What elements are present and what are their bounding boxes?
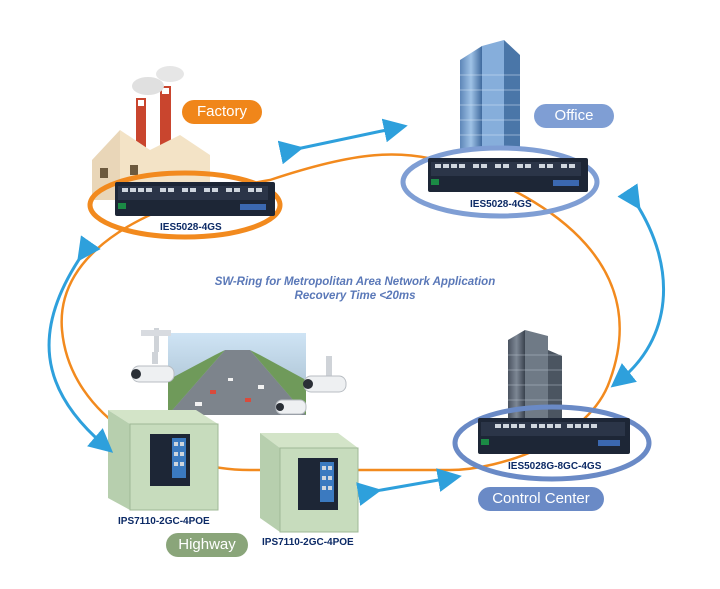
- network-switch-icon: [115, 182, 275, 216]
- control-center-switch-model: IES5028G-8GC-4GS: [508, 461, 602, 472]
- link-arrow-control-highway: [356, 468, 462, 506]
- highway-road-icon: [168, 333, 306, 415]
- office-label: Office: [534, 104, 614, 128]
- control-center-ring-ellipse: [452, 404, 652, 482]
- outdoor-cabinet-icon: [108, 410, 219, 511]
- cctv-camera-icon: [131, 352, 175, 383]
- office-ring-ellipse: [400, 145, 600, 219]
- control-center-building-icon: [508, 330, 562, 420]
- link-arrow-highway-factory: [47, 235, 114, 453]
- outdoor-cabinet-icon: [260, 433, 359, 533]
- cctv-camera-icon: [275, 399, 307, 415]
- factory-label: Factory: [182, 100, 262, 124]
- link-arrow-office-control: [610, 183, 665, 388]
- network-switch-icon: [428, 158, 588, 192]
- cctv-camera-icon: [141, 328, 171, 352]
- highway-switch-model-2: IPS7110-2GC-4POE: [262, 537, 354, 548]
- cctv-camera-icon: [303, 356, 347, 393]
- diagram-title: SW-Ring for Metropolitan Area Network Ap…: [190, 275, 520, 303]
- highway-label: Highway: [166, 533, 248, 557]
- factory-switch-model: IES5028-4GS: [160, 222, 222, 233]
- control-center-label: Control Center: [478, 487, 604, 511]
- factory-building-icon: [92, 66, 210, 200]
- network-switch-icon: [478, 418, 630, 454]
- office-switch-model: IES5028-4GS: [470, 199, 532, 210]
- office-tower-icon: [460, 40, 520, 150]
- diagram-title-line-2: Recovery Time <20ms: [294, 290, 416, 302]
- factory-ring-ellipse: [87, 170, 283, 240]
- highway-switch-model-1: IPS7110-2GC-4POE: [118, 516, 210, 527]
- link-arrow-factory-office: [277, 118, 408, 165]
- diagram-title-line-1: SW-Ring for Metropolitan Area Network Ap…: [214, 276, 496, 288]
